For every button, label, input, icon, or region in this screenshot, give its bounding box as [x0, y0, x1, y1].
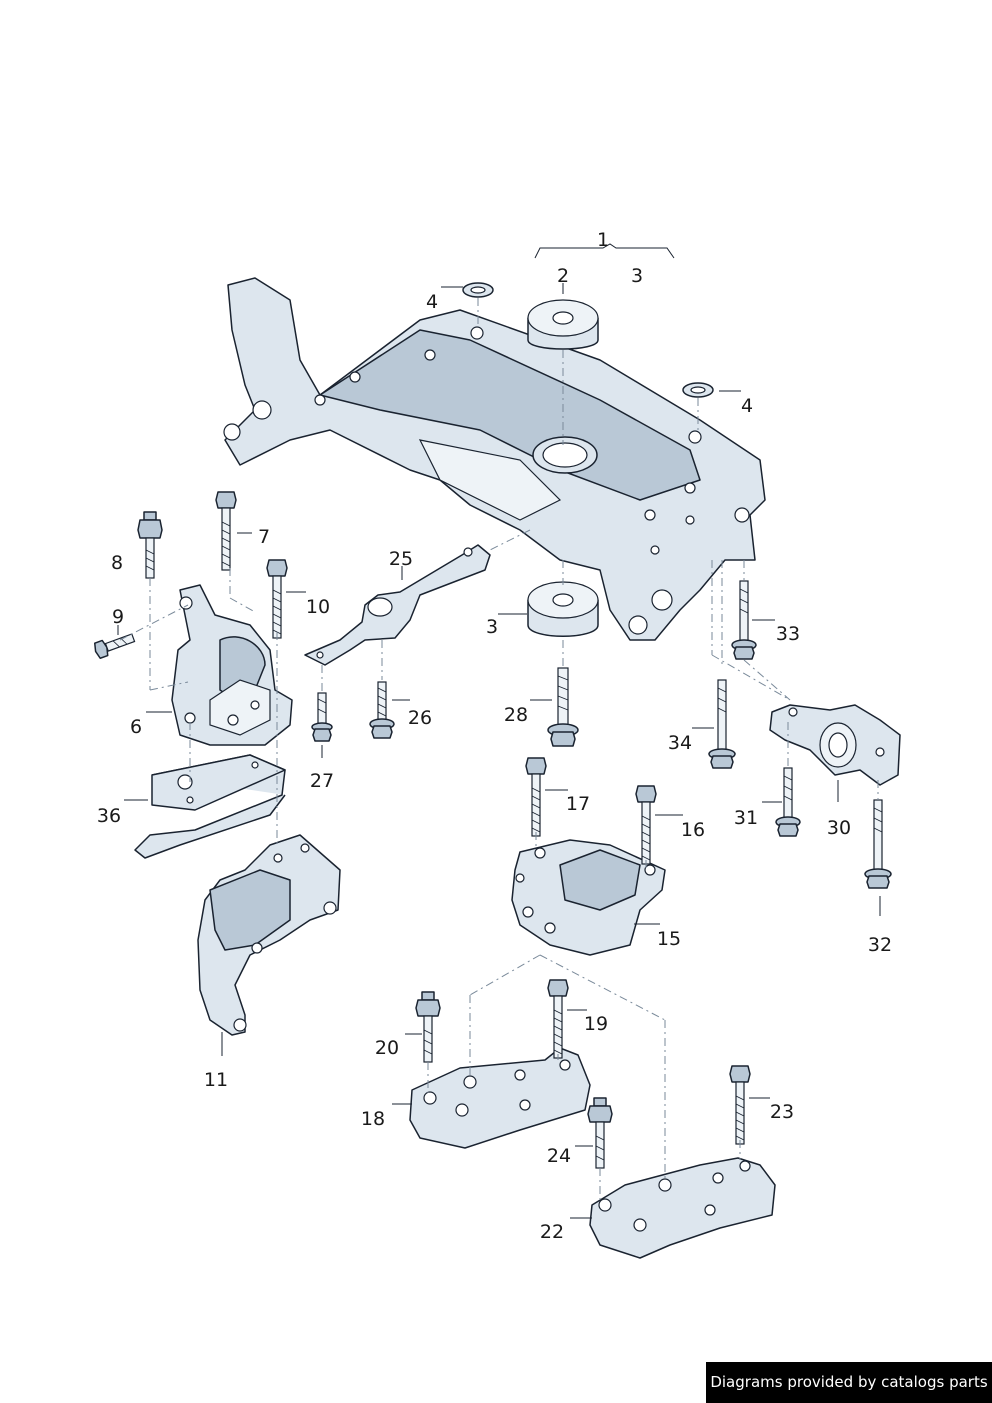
callout-18: 18: [361, 1108, 385, 1130]
bolt-10: [266, 559, 288, 639]
callout-2: 2: [557, 265, 569, 287]
callout-15: 15: [657, 928, 681, 950]
washer-right: [682, 382, 714, 398]
callout-32: 32: [868, 934, 892, 956]
engine-mount: [171, 584, 293, 746]
callout-11: 11: [204, 1069, 228, 1091]
washer-left: [462, 282, 494, 298]
callout-10: 10: [306, 596, 330, 618]
bracket-22: [589, 1157, 776, 1259]
callout-labels: 1 2 3 3 4 4 6 7 8 9 10 11 15 16 17 18 19…: [97, 229, 892, 1243]
callout-16: 16: [681, 819, 705, 841]
callout-30: 30: [827, 817, 851, 839]
callout-22: 22: [540, 1221, 564, 1243]
callout-27: 27: [310, 770, 334, 792]
bushing-lower: [527, 581, 599, 637]
bolt-28: [547, 667, 579, 747]
control-arm-bushing: [769, 704, 901, 786]
bolt-16: [635, 785, 657, 865]
callout-34: 34: [668, 732, 692, 754]
bolt-27: [311, 692, 333, 742]
callout-4: 4: [426, 291, 438, 313]
assembly-lines: [119, 298, 879, 1200]
callout-4: 4: [741, 395, 753, 417]
bracket-18: [409, 1047, 591, 1149]
callout-23: 23: [770, 1101, 794, 1123]
callout-31: 31: [734, 807, 758, 829]
bolt-17: [525, 757, 547, 837]
bolt-24: [587, 1097, 613, 1169]
bushing-upper: [527, 299, 599, 350]
transmission-mount: [511, 839, 666, 956]
callout-26: 26: [408, 707, 432, 729]
bolt-20: [415, 991, 441, 1063]
callout-28: 28: [504, 704, 528, 726]
torque-rod: [304, 544, 491, 666]
callout-25: 25: [389, 548, 413, 570]
attribution-badge: Diagrams provided by catalogs parts: [706, 1362, 992, 1403]
callout-8: 8: [111, 552, 123, 574]
mount-plate: [134, 754, 286, 859]
bolt-32: [864, 799, 892, 889]
bolt-8: [137, 511, 163, 579]
bolt-7: [215, 491, 237, 571]
callout-33: 33: [776, 623, 800, 645]
bolt-31: [775, 767, 801, 837]
subframe: [223, 277, 766, 641]
bolt-34: [708, 679, 736, 769]
callout-3: 3: [631, 265, 643, 287]
bolt-23: [729, 1065, 751, 1145]
bolt-9: [93, 633, 136, 660]
callout-7: 7: [258, 526, 270, 548]
callout-36: 36: [97, 805, 121, 827]
callout-17: 17: [566, 793, 590, 815]
callout-9: 9: [112, 606, 124, 628]
callout-3: 3: [486, 616, 498, 638]
callout-1: 1: [597, 229, 609, 251]
callout-6: 6: [130, 716, 142, 738]
bolt-19: [547, 979, 569, 1059]
engine-bracket: [197, 834, 341, 1036]
callout-24: 24: [547, 1145, 571, 1167]
callout-19: 19: [584, 1013, 608, 1035]
callout-20: 20: [375, 1037, 399, 1059]
bolt-26: [369, 681, 395, 739]
bolt-33: [731, 580, 757, 660]
leader-lines: [117, 243, 881, 1219]
